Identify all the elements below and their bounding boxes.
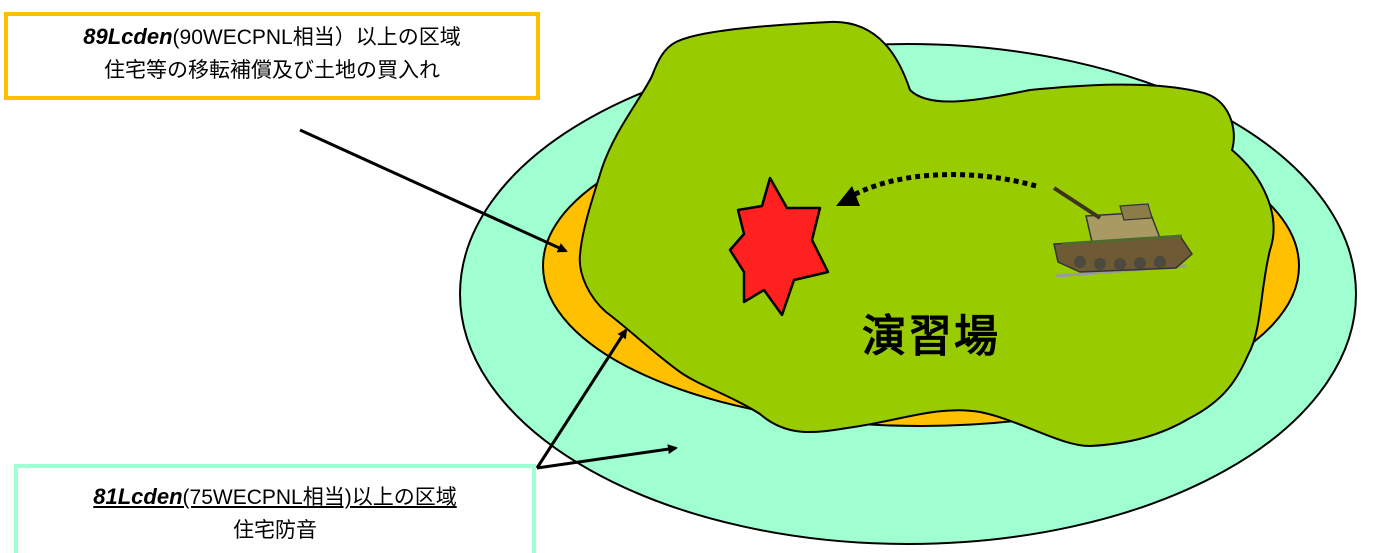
dotted-arrow-icon [836, 172, 1037, 206]
arrow-inner-zone [299, 128, 568, 253]
outer-zone-callout: 81Lcden(75WECPNL相当)以上の区域 住宅防音 [14, 464, 536, 553]
outer-zone-title: 81Lcden(75WECPNL相当)以上の区域 [18, 482, 532, 512]
outer-zone-measure: 住宅防音 [233, 518, 317, 542]
arrow-outer-zone-b [536, 444, 678, 470]
outer-zone-range-text: (75WECPNL相当)以上の区域 [182, 486, 457, 509]
inner-zone-callout: 89Lcden(90WECPNL相当）以上の区域 住宅等の移転補償及び土地の買入… [4, 12, 540, 100]
inner-zone-title: 89Lcden(90WECPNL相当）以上の区域 [8, 22, 536, 52]
arrow-outer-zone-a [535, 328, 628, 469]
tank-icon [1052, 186, 1193, 278]
training-area-blob [578, 20, 1275, 448]
inner-zone-range-text: (90WECPNL相当）以上の区域 [172, 26, 461, 49]
training-range-label: 演習場 [862, 311, 1000, 362]
outer-zone-metric: 81Lcden [93, 484, 183, 509]
explosion-icon [728, 176, 830, 317]
inner-zone-metric: 89Lcden [83, 24, 173, 49]
inner-zone-measure: 住宅等の移転補償及び土地の買入れ [104, 58, 440, 82]
